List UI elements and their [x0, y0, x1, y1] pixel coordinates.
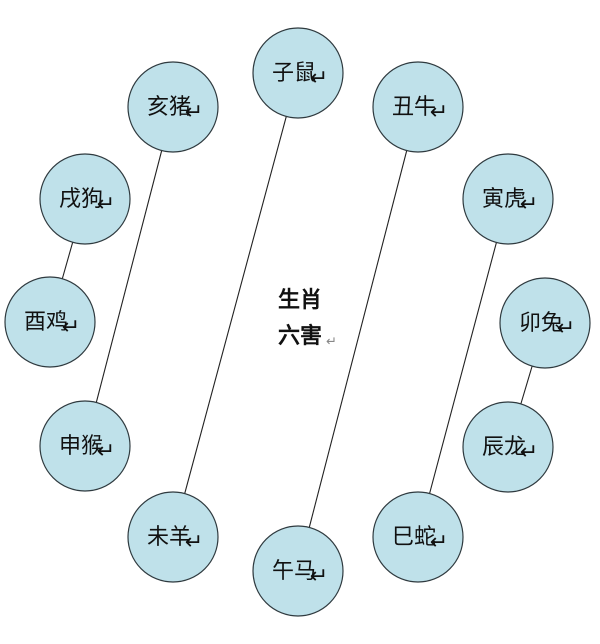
link-chou-niu-wu-ma [308, 150, 408, 528]
node-return-mark-chen-long: ↵ [520, 440, 538, 465]
node-label-hai-zhu: 亥猪 [147, 95, 191, 120]
node-label-zi-shu: 子鼠 [272, 61, 316, 86]
node-zi-shu: 子鼠↵ [252, 27, 344, 119]
node-hai-zhu: 亥猪↵ [127, 61, 219, 153]
node-shen-hou: 申猴↵ [39, 400, 131, 492]
node-circle-wei-yang [127, 491, 219, 583]
node-chou-niu: 丑牛↵ [372, 61, 464, 153]
center-title-line1: 生肖 [278, 288, 322, 313]
node-circle-si-she [372, 491, 464, 583]
node-circle-chen-long [462, 401, 554, 493]
node-circle-wu-ma [252, 525, 344, 617]
node-return-mark-zi-shu: ↵ [310, 66, 328, 91]
node-circle-you-ji [4, 276, 96, 368]
zodiac-nodes: 子鼠↵丑牛↵寅虎↵卯兔↵辰龙↵巳蛇↵午马↵未羊↵申猴↵酉鸡↵戌狗↵亥猪↵ [4, 27, 591, 617]
node-label-si-she: 巳蛇 [392, 525, 436, 550]
node-mao-tu: 卯兔↵ [499, 277, 591, 369]
node-return-mark-wei-yang: ↵ [185, 530, 203, 555]
node-circle-chou-niu [372, 61, 464, 153]
node-circle-shen-hou [39, 400, 131, 492]
link-lines [61, 116, 533, 528]
center-title-line2: 六害 [278, 323, 322, 349]
link-mao-tu-chen-long [520, 365, 533, 405]
node-return-mark-you-ji: ↵ [62, 315, 80, 340]
center-label: 生肖 六害 ↵ [278, 288, 337, 350]
node-return-mark-xu-gou: ↵ [97, 192, 115, 217]
node-wu-ma: 午马↵ [252, 525, 344, 617]
node-circle-xu-gou [39, 153, 131, 245]
node-wei-yang: 未羊↵ [127, 491, 219, 583]
node-label-chen-long: 辰龙 [482, 435, 526, 460]
node-si-she: 巳蛇↵ [372, 491, 464, 583]
center-return-mark: ↵ [326, 335, 337, 350]
node-you-ji: 酉鸡↵ [4, 276, 96, 368]
node-return-mark-hai-zhu: ↵ [185, 100, 203, 125]
link-zi-shu-wei-yang [184, 116, 287, 494]
node-label-chou-niu: 丑牛 [392, 95, 436, 120]
node-label-xu-gou: 戌狗 [59, 187, 103, 212]
link-yin-hu-si-she [429, 242, 497, 494]
link-you-ji-xu-gou [61, 242, 74, 279]
node-circle-mao-tu [499, 277, 591, 369]
node-label-yin-hu: 寅虎 [482, 187, 526, 212]
node-label-mao-tu: 卯兔 [519, 311, 563, 336]
node-return-mark-shen-hou: ↵ [97, 439, 115, 464]
node-return-mark-si-she: ↵ [430, 530, 448, 555]
link-shen-hou-hai-zhu [95, 150, 163, 403]
node-circle-zi-shu [252, 27, 344, 119]
node-circle-hai-zhu [127, 61, 219, 153]
node-return-mark-chou-niu: ↵ [430, 100, 448, 125]
node-label-shen-hou: 申猴 [59, 434, 103, 459]
node-chen-long: 辰龙↵ [462, 401, 554, 493]
node-yin-hu: 寅虎↵ [462, 153, 554, 245]
node-return-mark-mao-tu: ↵ [557, 316, 575, 341]
node-xu-gou: 戌狗↵ [39, 153, 131, 245]
node-label-you-ji: 酉鸡 [24, 310, 68, 335]
node-label-wei-yang: 未羊 [147, 525, 191, 550]
node-return-mark-yin-hu: ↵ [520, 192, 538, 217]
node-label-wu-ma: 午马 [272, 559, 316, 584]
node-return-mark-wu-ma: ↵ [310, 564, 328, 589]
node-circle-yin-hu [462, 153, 554, 245]
